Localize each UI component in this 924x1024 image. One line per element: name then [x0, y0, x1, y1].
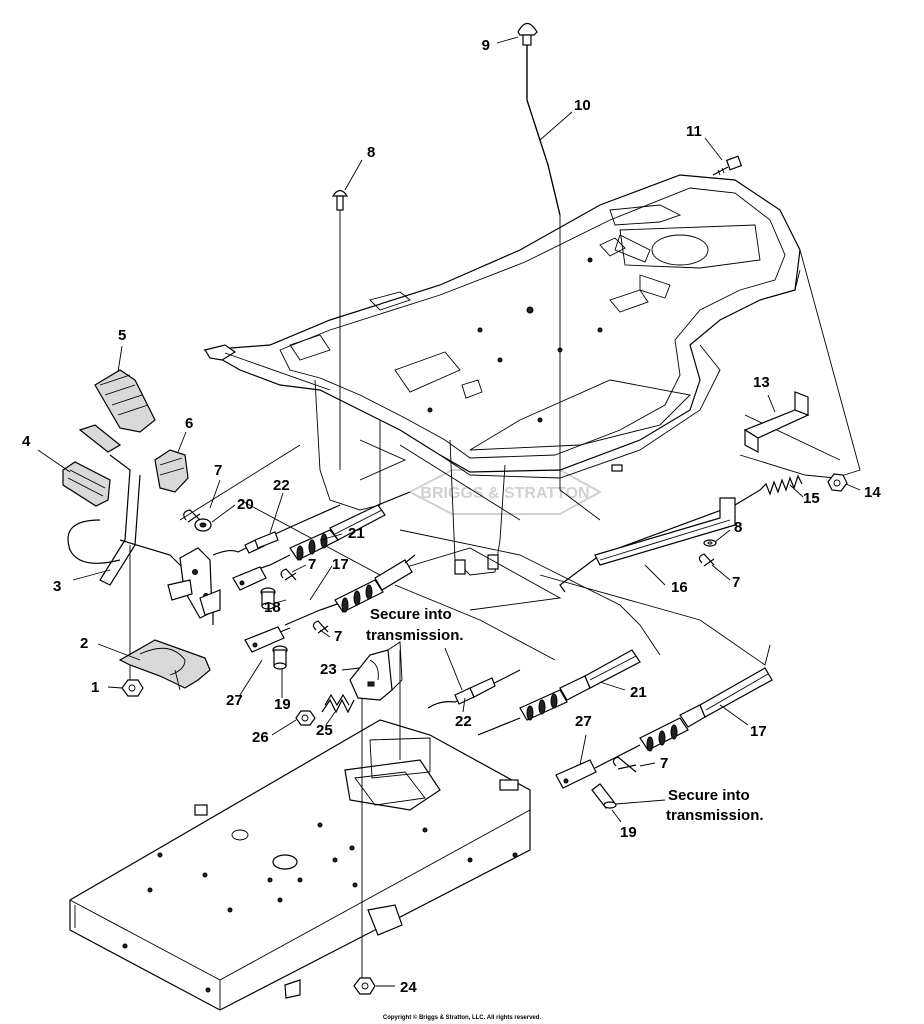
- callout-21-b: 21: [630, 684, 647, 701]
- part-27-clevis-left: [244, 626, 291, 653]
- hair-pin-clips: [183, 509, 715, 773]
- callout-19-b: 19: [620, 824, 637, 841]
- part-21-cable-upper: [239, 491, 411, 576]
- note-secure-top: Secure into transmission.: [366, 606, 464, 644]
- part-11-lift-rod: [526, 45, 561, 216]
- callout-7-c: 7: [334, 628, 342, 645]
- callout-leaders: [37, 36, 861, 987]
- callout-25: 25: [316, 722, 333, 739]
- callout-1: 1: [91, 679, 99, 696]
- part-17-cable-lower: [594, 667, 773, 769]
- callout-23: 24: [400, 979, 417, 996]
- part-22-cable-upper: [212, 504, 341, 556]
- callout-22-b: 22: [455, 713, 472, 730]
- callout-5: 5: [118, 327, 126, 344]
- callout-17-b: 17: [750, 723, 767, 740]
- part-14-nut: [827, 473, 848, 492]
- callout-26: 26: [252, 729, 269, 746]
- part-21-cable-lower: [477, 649, 641, 736]
- part-19-clevis-pin-left: [272, 645, 288, 670]
- part-6-pedal-pad: [154, 449, 189, 493]
- callout-19-a: 19: [274, 696, 291, 713]
- part-12-bolt: [712, 155, 743, 176]
- callout-8: 8: [734, 519, 742, 536]
- callout-12: 11: [686, 123, 702, 140]
- part-1-nut: [121, 679, 144, 697]
- callout-9: 8: [367, 144, 375, 161]
- callout-22-a: 22: [273, 477, 290, 494]
- callout-15: 15: [803, 490, 820, 507]
- note-secure-right: Secure into transmission.: [666, 787, 764, 824]
- callout-7-a: 7: [214, 462, 222, 479]
- part-4-pedal-pad: [62, 424, 122, 507]
- upper-frame-plate: [203, 174, 801, 576]
- svg-text:BRIGGS & STRATTON: BRIGGS & STRATTON: [420, 485, 589, 502]
- callout-18: 18: [264, 599, 281, 616]
- callout-21-a: 21: [348, 525, 365, 542]
- part-27-clevis-upper: [232, 566, 267, 591]
- part-25-spring: [321, 693, 355, 714]
- part-5-pedal-pad: [94, 369, 156, 433]
- part-18-clevis-pin: [260, 587, 276, 610]
- part-22-cable-lower: [427, 669, 521, 709]
- callout-10: 9: [482, 37, 490, 54]
- part-19-clevis-pin-right: [591, 783, 617, 809]
- callout-11: 10: [574, 97, 591, 114]
- part-16-lift-link: [559, 497, 736, 593]
- part-10-knob: [517, 22, 538, 46]
- callout-24: 23: [320, 661, 337, 678]
- callout-7-e: 7: [732, 574, 740, 591]
- svg-text:Secure into: Secure into: [370, 606, 452, 623]
- part-8-washer: [703, 539, 717, 547]
- part-27-clevis-right: [555, 759, 597, 789]
- svg-text:transmission.: transmission.: [666, 807, 764, 824]
- callout-16: 16: [671, 579, 688, 596]
- part-20-bushing: [194, 518, 212, 532]
- part-3-pedal-lever: [67, 454, 221, 625]
- callout-27-b: 27: [575, 713, 592, 730]
- callout-20: 20: [237, 496, 254, 513]
- callout-4: 4: [22, 433, 31, 450]
- watermark: BRIGGS & STRATTON: [407, 469, 603, 515]
- callout-27-a: 27: [226, 692, 243, 709]
- callout-14: 14: [864, 484, 881, 501]
- part-9-screw: [331, 189, 349, 211]
- part-13-bracket: [743, 391, 810, 454]
- callout-13: 13: [753, 374, 770, 391]
- part-24-bracket: [349, 641, 403, 701]
- part-2-bracket: [118, 639, 211, 691]
- part-15-spring: [734, 474, 803, 506]
- part-17-cable-upper: [284, 554, 416, 626]
- callout-17-a: 17: [332, 556, 349, 573]
- part-26-nut: [295, 710, 316, 726]
- callout-2: 2: [80, 635, 88, 652]
- callout-7-d: 7: [660, 755, 668, 772]
- callout-7-b: 7: [308, 556, 316, 573]
- callout-6: 6: [185, 415, 193, 432]
- lower-chassis-frame: [69, 719, 531, 1011]
- callout-3: 3: [53, 578, 61, 595]
- part-23-nut: [353, 977, 376, 995]
- callout-labels: 9 10 11 8 5 6 4 7 20 22 21 7 17 3 2 1 18…: [22, 37, 881, 996]
- svg-text:Secure into: Secure into: [668, 787, 750, 804]
- svg-text:transmission.: transmission.: [366, 627, 464, 644]
- copyright-notice: Copyright © Briggs & Stratton, LLC. All …: [383, 1014, 542, 1021]
